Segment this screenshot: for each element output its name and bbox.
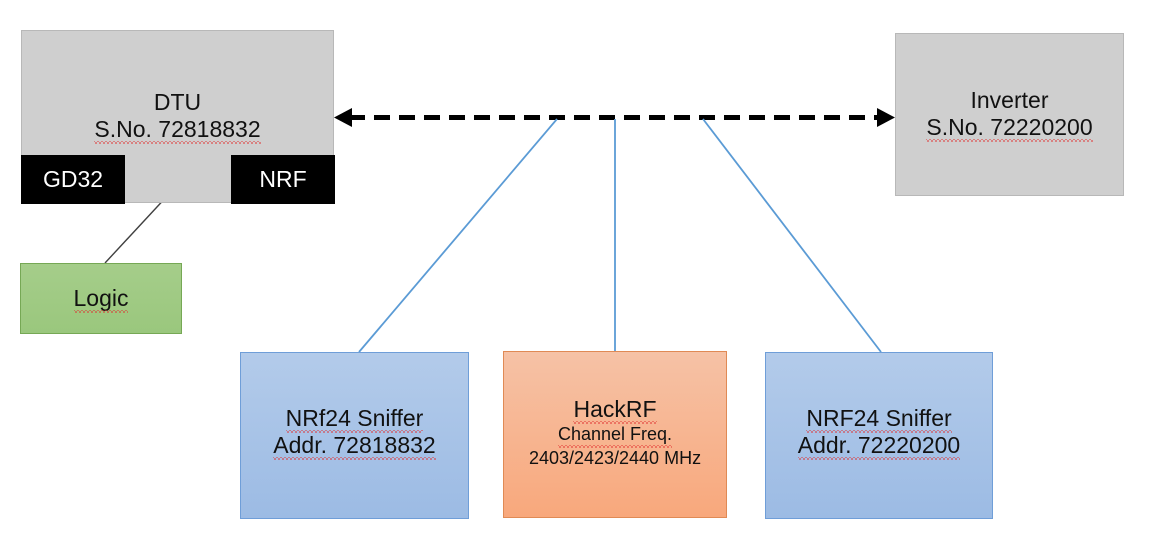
hackrf-label-text: HackRF [573, 396, 657, 425]
hackrf-frequencies: 2403/2423/2440 MHz [528, 447, 702, 468]
node-sniffer-right[interactable]: NRF24 Sniffer Addr. 72220200 [765, 352, 993, 519]
node-sniffer-left[interactable]: NRf24 Sniffer Addr. 72818832 [240, 352, 469, 519]
sniffer-right-label-text: NRF24 Sniffer [806, 405, 952, 434]
logic-label: Logic [73, 284, 129, 314]
hackrf-sub-label: Channel Freq. [557, 423, 673, 448]
node-inverter[interactable]: Inverter S.No. 72220200 [895, 33, 1124, 196]
sniffer-right-address-text: Addr. 72220200 [797, 432, 961, 461]
logic-label-text: Logic [73, 284, 129, 314]
inverter-serial: S.No. 72220200 [926, 114, 1093, 143]
sniffer-left-address-text: Addr. 72818832 [273, 432, 437, 461]
sniffer-left-label-text: NRf24 Sniffer [285, 405, 424, 434]
dtu-label: DTU [153, 89, 202, 115]
node-logic[interactable]: Logic [20, 263, 182, 334]
node-hackrf[interactable]: HackRF Channel Freq. 2403/2423/2440 MHz [503, 351, 727, 518]
edge-dtu-inverter [334, 108, 895, 127]
edge-tap-sniffer-right [702, 118, 882, 353]
chip-nrf-label: NRF [259, 166, 307, 192]
inverter-serial-text: S.No. 72220200 [926, 114, 1093, 143]
hackrf-sub-label-text: Channel Freq. [557, 423, 673, 448]
dtu-serial-text: S.No. 72818832 [94, 116, 261, 145]
sniffer-right-label: NRF24 Sniffer [806, 405, 952, 434]
sniffer-left-label: NRf24 Sniffer [285, 405, 424, 434]
sniffer-left-address: Addr. 72818832 [273, 432, 437, 461]
chip-gd32[interactable]: GD32 [21, 155, 125, 204]
chip-gd32-label: GD32 [42, 166, 104, 192]
inverter-label: Inverter [970, 87, 1049, 113]
dtu-serial: S.No. 72818832 [94, 116, 261, 145]
edge-tap-sniffer-left [358, 118, 558, 353]
chip-nrf[interactable]: NRF [231, 155, 335, 204]
sniffer-right-address: Addr. 72220200 [797, 432, 961, 461]
hackrf-label: HackRF [573, 396, 657, 425]
